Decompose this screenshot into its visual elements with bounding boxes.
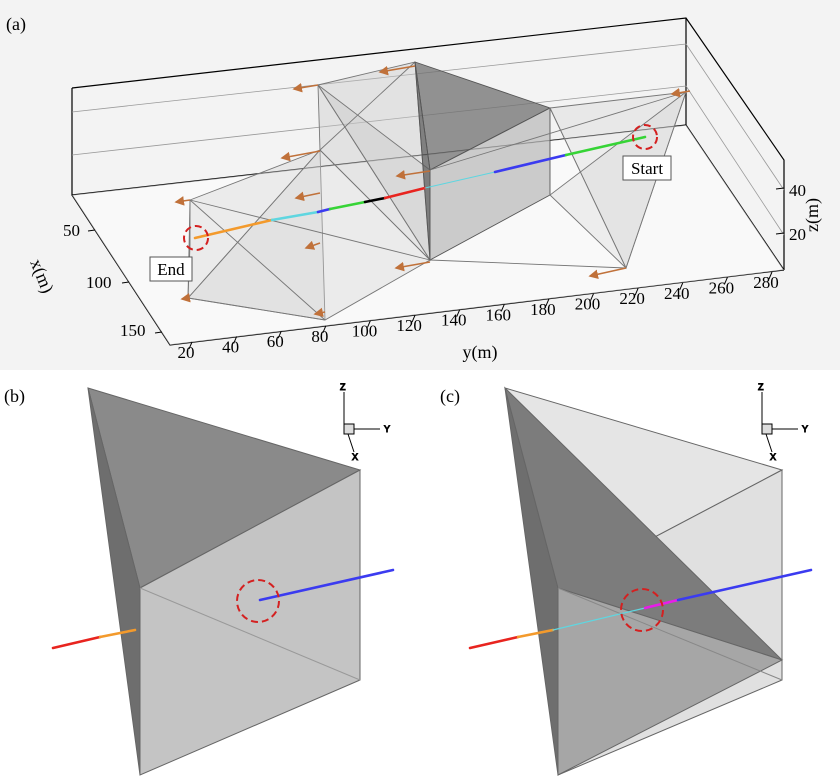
svg-text:End: End	[157, 260, 185, 279]
obstacle-dark-tetra	[414, 61, 552, 261]
y-tick-40: 40	[222, 338, 239, 357]
x-tick-150: 150	[120, 321, 146, 340]
x-tick-100: 100	[86, 273, 112, 292]
y-tick-240: 240	[664, 284, 690, 303]
axis-triad-c: Z Y X	[758, 382, 809, 463]
x-tick-50: 50	[63, 221, 80, 240]
y-tick-mark	[590, 293, 594, 301]
y-tick-160: 160	[486, 305, 512, 324]
y-tick-mark	[545, 298, 550, 307]
y-tick-mark	[456, 309, 461, 317]
y-tick-200: 200	[575, 295, 601, 314]
svg-text:Start: Start	[631, 159, 663, 178]
y-tick-mark	[367, 320, 371, 328]
y-tick-mark	[322, 325, 327, 334]
end-marker-circle	[183, 225, 209, 251]
panel-a-label: (a)	[6, 14, 26, 35]
z-tick-40: 40	[789, 181, 806, 200]
axis-triad-b: Z Y X	[340, 382, 391, 463]
y-tick-80: 80	[311, 327, 328, 346]
obstacle-right	[429, 90, 687, 270]
obstacle-left	[187, 149, 431, 321]
end-label-box: End	[149, 256, 193, 282]
start-label-box: Start	[622, 155, 672, 181]
panel-c-label: (c)	[440, 386, 460, 407]
y-tick-mark	[233, 336, 238, 344]
svg-text:Y: Y	[384, 424, 390, 434]
y-tick-280: 280	[753, 273, 779, 292]
y-tick-mark	[723, 277, 728, 285]
y-tick-140: 140	[441, 311, 467, 330]
marker-circle-b	[236, 579, 280, 623]
y-tick-mark	[411, 314, 416, 323]
svg-text:X: X	[770, 452, 776, 462]
y-tick-mark	[188, 341, 193, 350]
marker-circle-c	[620, 588, 664, 632]
start-marker-circle	[632, 124, 658, 150]
back-wall-gridlines	[71, 43, 785, 236]
panel-b-label: (b)	[4, 386, 25, 407]
direction-arrows	[174, 65, 691, 318]
z-axis: 20 40 z(m)	[775, 181, 823, 244]
y-tick-260: 260	[709, 278, 735, 297]
y-tick-mark	[768, 271, 773, 280]
y-tick-120: 120	[396, 316, 422, 335]
z-tick-20: 20	[789, 225, 806, 244]
y-tick-mark	[634, 287, 639, 296]
path-panel-c	[468, 568, 813, 650]
y-tick-180: 180	[530, 300, 556, 319]
y-axis-title: y(m)	[463, 342, 498, 363]
y-tick-220: 220	[619, 289, 645, 308]
svg-text:X: X	[352, 452, 358, 462]
svg-text:Y: Y	[802, 424, 808, 434]
y-tick-60: 60	[267, 332, 284, 351]
y-tick-mark	[277, 331, 282, 339]
y-tick-mark	[679, 282, 684, 290]
svg-text:Z: Z	[758, 382, 764, 392]
y-axis: 20 40 60 80 100 120 140 160 180 200 220 240 260 280	[178, 271, 779, 362]
svg-text:Z: Z	[340, 382, 346, 392]
y-tick-mark	[500, 304, 505, 312]
y-tick-20: 20	[178, 343, 195, 362]
z-axis-title: z(m)	[802, 198, 823, 232]
tetra-b	[87, 387, 362, 776]
y-tick-100: 100	[352, 321, 378, 340]
path-panel-b	[51, 568, 395, 650]
